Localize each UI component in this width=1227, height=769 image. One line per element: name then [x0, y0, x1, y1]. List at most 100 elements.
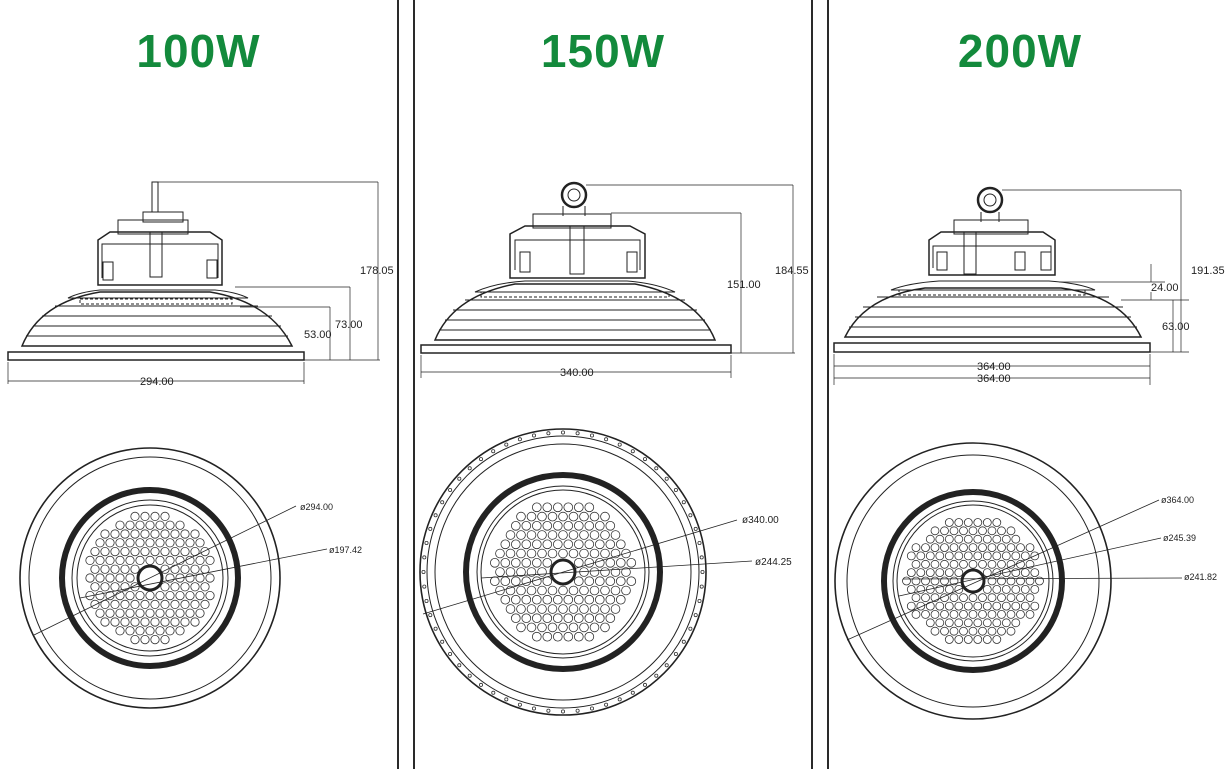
- led-lens: [110, 617, 120, 627]
- led-lens: [589, 567, 600, 577]
- led-lens: [1025, 593, 1035, 603]
- led-lens: [949, 593, 959, 603]
- led-lens: [1016, 576, 1025, 586]
- dim-center-diameter: ø241.82: [1184, 572, 1217, 582]
- led-lens: [490, 557, 500, 568]
- led-lens: [165, 626, 175, 636]
- panel-title: 150W: [540, 25, 666, 77]
- led-lens: [954, 534, 964, 544]
- led-lens: [532, 502, 542, 513]
- led-lens: [185, 608, 195, 618]
- rim-hole: [604, 702, 609, 707]
- led-lens: [973, 635, 983, 644]
- led-lens: [553, 631, 563, 642]
- led-lens: [911, 543, 921, 552]
- led-lens: [511, 576, 521, 586]
- led-lens: [553, 613, 563, 623]
- led-lens: [130, 529, 140, 539]
- led-lens: [180, 546, 190, 557]
- led-lens: [170, 599, 180, 610]
- led-lens: [954, 601, 964, 611]
- led-lens: [547, 585, 558, 596]
- led-lens: [982, 585, 992, 594]
- dim-height-b: 24.00: [1151, 282, 1179, 294]
- led-lens: [959, 559, 968, 569]
- led-lens: [982, 551, 992, 561]
- led-lens: [944, 635, 954, 644]
- led-lens: [563, 631, 574, 642]
- led-lens: [911, 576, 921, 586]
- led-lens: [605, 520, 616, 531]
- led-lens: [185, 538, 195, 548]
- led-lens: [906, 585, 916, 594]
- led-lens: [949, 610, 959, 619]
- led-lens: [997, 543, 1006, 552]
- led-lens: [558, 604, 568, 614]
- led-lens: [145, 538, 155, 548]
- led-lens: [190, 617, 200, 627]
- led-lens: [165, 590, 175, 601]
- led-lens: [595, 520, 605, 531]
- led-lens: [190, 582, 200, 592]
- led-lens: [130, 634, 140, 645]
- led-lens: [1006, 593, 1016, 603]
- panel-200w: 200W: [829, 0, 1227, 769]
- led-lens: [100, 529, 110, 539]
- led-lens: [130, 617, 140, 627]
- led-lens: [521, 576, 532, 586]
- led-lens: [500, 594, 511, 605]
- led-array: [902, 518, 1044, 644]
- led-lens: [120, 564, 130, 574]
- rim-hole: [654, 466, 659, 471]
- led-lens: [150, 634, 160, 645]
- led-lens: [959, 593, 968, 603]
- led-lens: [105, 538, 115, 548]
- led-lens: [155, 590, 165, 601]
- led-lens: [1011, 585, 1021, 594]
- rim-hole: [457, 476, 462, 481]
- led-lens: [185, 573, 195, 583]
- led-lens: [568, 604, 579, 614]
- led-lens: [130, 511, 140, 522]
- led-lens: [574, 576, 584, 586]
- led-lens: [175, 555, 185, 566]
- led-lens: [495, 585, 505, 596]
- led-lens: [500, 539, 511, 550]
- led-lens: [982, 618, 992, 628]
- led-lens: [200, 582, 210, 592]
- led-lens: [205, 555, 215, 566]
- led-lens: [110, 546, 120, 557]
- rim-hole: [664, 476, 669, 481]
- led-lens: [532, 613, 542, 623]
- rim-hole: [699, 584, 704, 589]
- led-lens: [916, 601, 926, 611]
- rim-hole: [532, 433, 537, 438]
- led-lens: [160, 634, 170, 645]
- rim-hole: [422, 584, 427, 589]
- side-view: [420, 181, 795, 378]
- led-lens: [954, 585, 964, 594]
- led-lens: [532, 520, 542, 531]
- led-lens: [963, 518, 973, 527]
- led-lens: [170, 582, 180, 592]
- led-lens: [621, 585, 631, 596]
- led-lens: [589, 511, 600, 522]
- led-lens: [120, 546, 130, 557]
- led-lens: [584, 576, 595, 586]
- led-lens: [135, 520, 145, 530]
- led-lens: [973, 601, 983, 611]
- led-lens: [944, 618, 954, 628]
- led-lens: [195, 590, 205, 601]
- led-lens: [505, 530, 516, 540]
- rim-hole: [532, 706, 537, 711]
- led-lens: [944, 568, 954, 577]
- rim-hole: [688, 513, 693, 518]
- led-lens: [526, 530, 537, 540]
- led-lens: [135, 590, 145, 601]
- led-lens: [495, 548, 505, 559]
- led-lens: [155, 555, 165, 566]
- led-lens: [600, 511, 610, 522]
- led-lens: [589, 585, 600, 596]
- led-lens: [600, 622, 610, 633]
- rim-hole: [422, 555, 427, 560]
